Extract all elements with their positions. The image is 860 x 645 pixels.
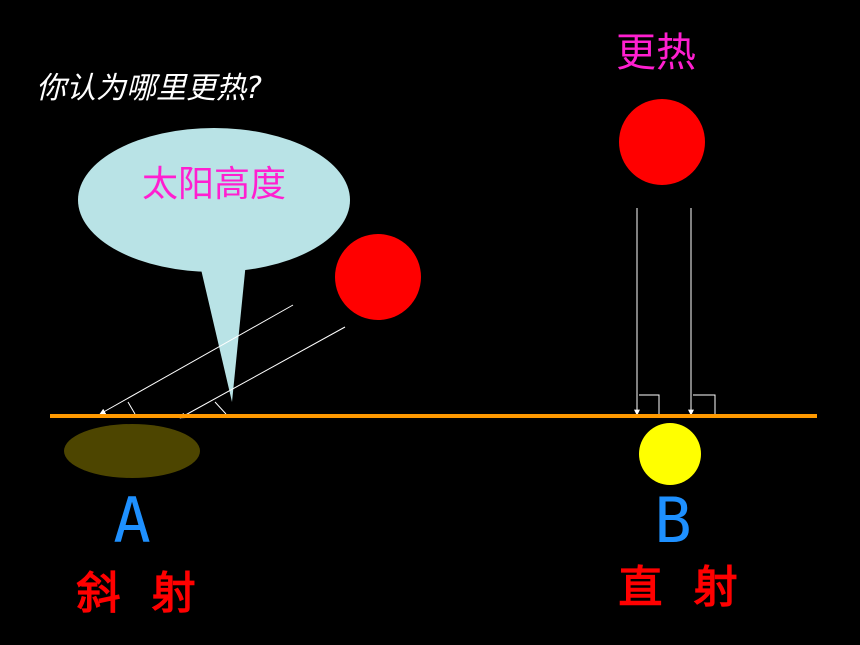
angle-mark-1 (127, 401, 136, 415)
direct-label: 直 射 (618, 562, 745, 613)
question-text: 你认为哪里更热? (36, 71, 262, 106)
oblique-ray-1 (99, 304, 294, 415)
angle-mark-2 (214, 401, 227, 415)
oblique-label: 斜 射 (76, 568, 203, 619)
oblique-ray-2 (179, 326, 346, 419)
point-a-letter: A (113, 484, 150, 557)
speech-bubble: 太阳高度 (78, 128, 350, 402)
hotter-label: 更热 (616, 30, 696, 76)
sun-low (335, 234, 421, 320)
sun-altitude-label: 太阳高度 (142, 164, 286, 205)
right-angle-mark-1 (639, 394, 660, 415)
speech-bubble-tail (200, 262, 246, 402)
sun-high (619, 99, 705, 185)
speech-bubble-body (78, 128, 350, 272)
heated-area-a (64, 424, 200, 478)
point-b-letter: B (654, 484, 691, 557)
heated-area-b (639, 423, 701, 485)
right-angle-mark-2 (693, 394, 716, 415)
